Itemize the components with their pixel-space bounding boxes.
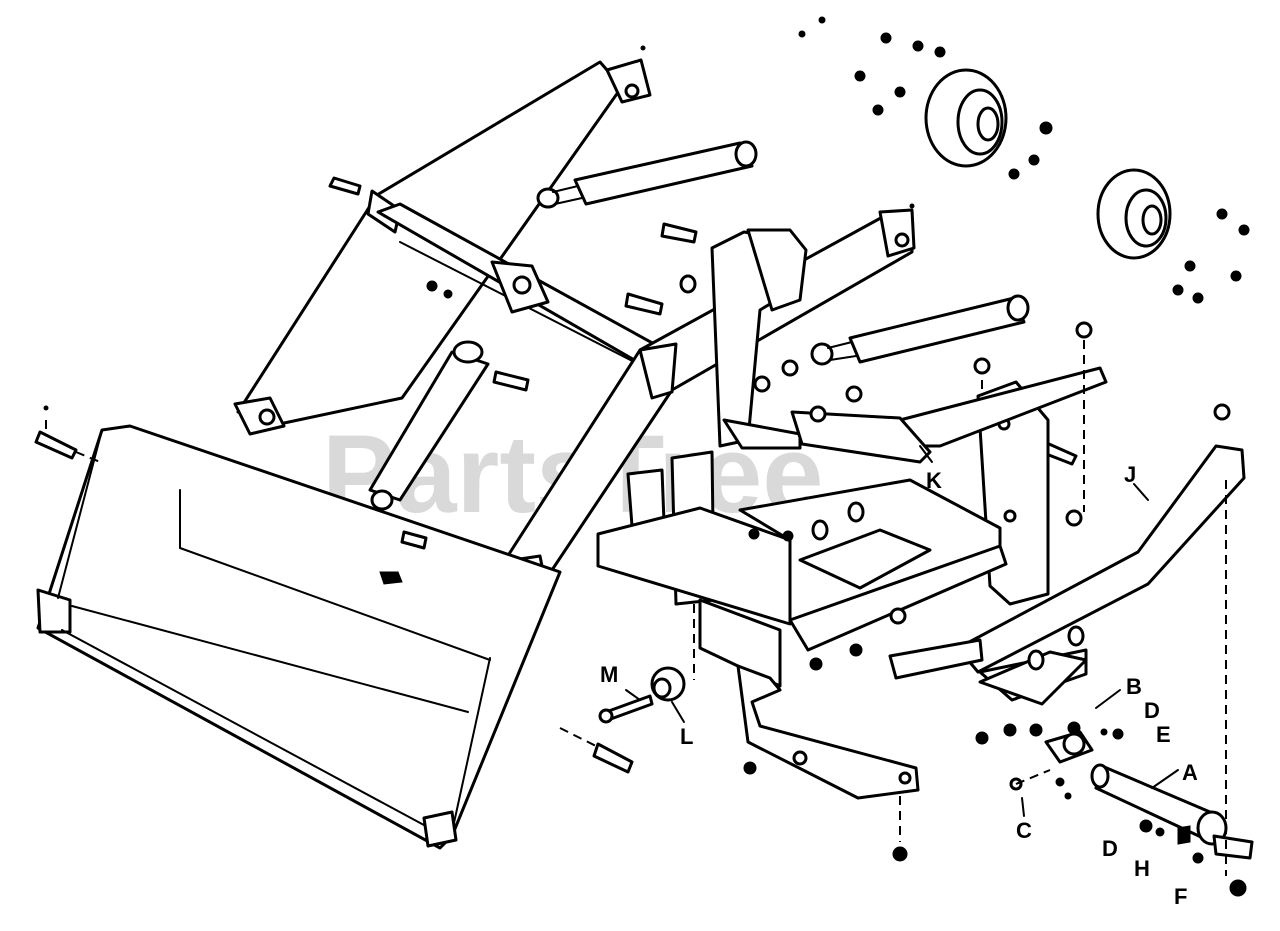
callout-labels: A B C D D E F H J K L M bbox=[600, 462, 1198, 909]
small-hardware bbox=[426, 280, 1247, 897]
bolt-m bbox=[598, 694, 654, 724]
callout-k: K bbox=[926, 468, 942, 493]
pivot-bushing-l bbox=[650, 666, 686, 702]
callout-d-lower: D bbox=[1102, 836, 1118, 861]
carriage-bolts bbox=[679, 274, 1231, 671]
upper-front-cylinder bbox=[810, 294, 1030, 366]
callout-c: C bbox=[1016, 818, 1032, 843]
callout-a: A bbox=[1182, 760, 1198, 785]
bucket-cylinder bbox=[367, 340, 490, 532]
tube-a bbox=[1090, 763, 1254, 860]
upper-rear-cylinder bbox=[536, 140, 758, 209]
lower-hub-assembly bbox=[1096, 168, 1250, 304]
callout-f: F bbox=[1174, 884, 1187, 909]
callout-e: E bbox=[1156, 722, 1171, 747]
loader-bucket bbox=[36, 424, 562, 850]
callout-h: H bbox=[1134, 856, 1150, 881]
bracket-b bbox=[1044, 730, 1094, 764]
leader-lines bbox=[45, 340, 1227, 876]
left-mount-tower bbox=[710, 228, 808, 450]
callout-m: M bbox=[600, 662, 618, 687]
callout-j: J bbox=[1124, 462, 1136, 487]
base-plate-right bbox=[978, 650, 1088, 706]
callout-b: B bbox=[1126, 674, 1142, 699]
pin-set bbox=[34, 176, 1078, 774]
base-plate-left bbox=[798, 528, 932, 590]
lower-bracket bbox=[736, 664, 920, 800]
callout-l: L bbox=[680, 724, 693, 749]
upper-hub-assembly bbox=[798, 16, 1053, 180]
callout-d-upper: D bbox=[1144, 698, 1160, 723]
frame-rail-k bbox=[790, 410, 932, 464]
